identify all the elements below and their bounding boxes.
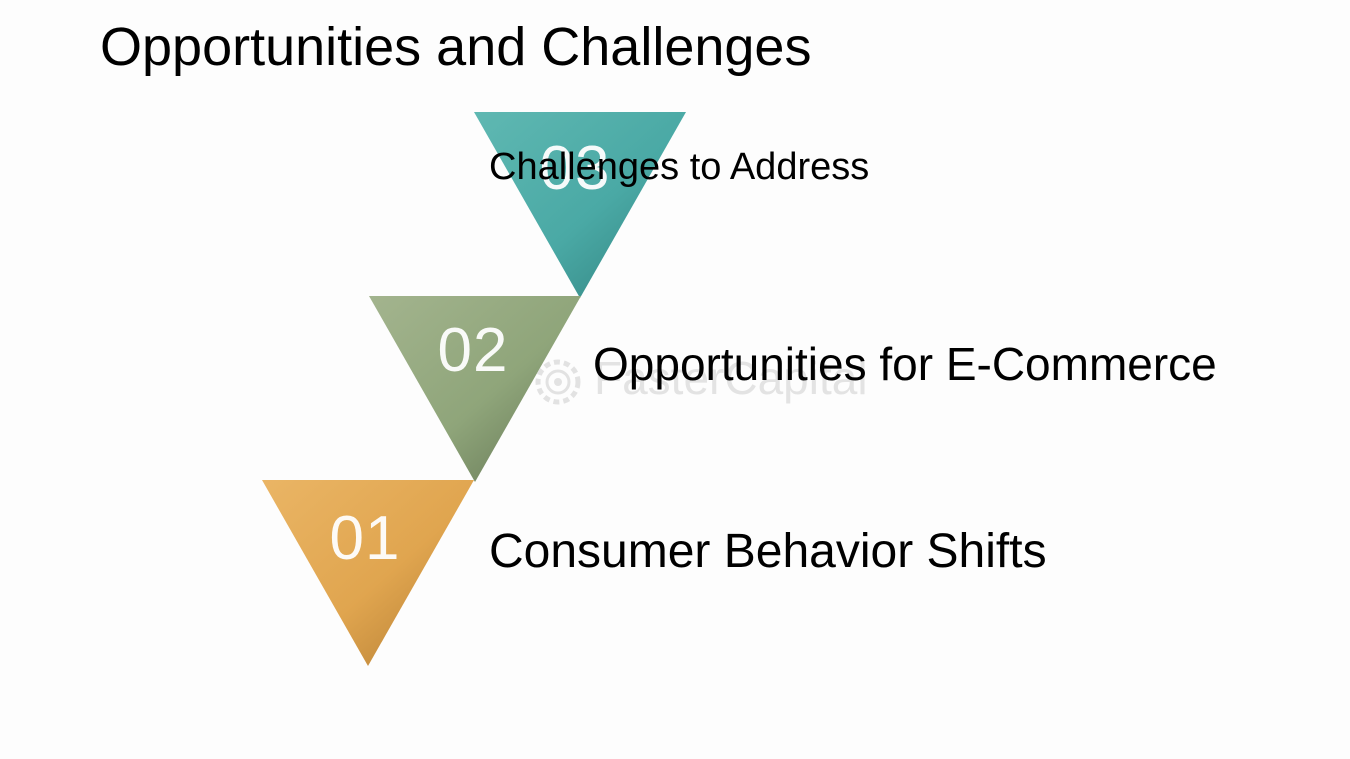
step-1-triangle-shape — [262, 480, 474, 666]
step-3-triangle-shape — [474, 112, 686, 298]
step-1-number: 01 — [329, 504, 401, 573]
step-1-triangle: 01 — [262, 480, 474, 666]
step-3-label: Challenges to Address — [489, 146, 870, 188]
step-3-number: 03 — [539, 134, 611, 203]
step-2-triangle-shape — [369, 296, 581, 482]
step-2-number: 02 — [437, 316, 509, 385]
step-3-triangle: 03 — [474, 112, 686, 298]
step-1-label: Consumer Behavior Shifts — [489, 525, 1047, 578]
page-title: Opportunities and Challenges — [100, 17, 812, 77]
step-2-triangle: 02 — [369, 296, 581, 482]
step-2-label: Opportunities for E-Commerce — [593, 338, 1217, 390]
